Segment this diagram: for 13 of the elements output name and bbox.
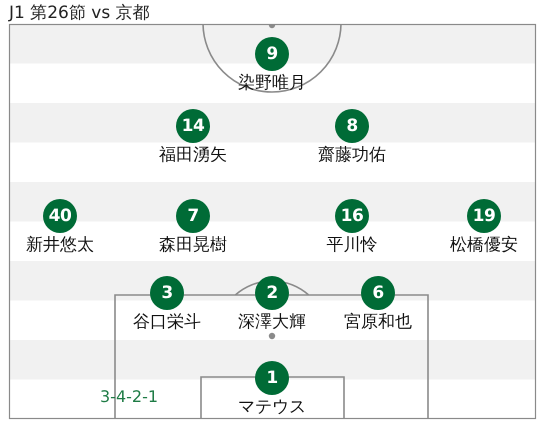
player-name: 平川怜 (326, 234, 378, 256)
player-name: 深澤大輝 (238, 311, 306, 333)
player-name: 宮原和也 (344, 311, 412, 333)
player-name: 新井悠太 (26, 234, 94, 256)
player-name: 福田湧矢 (159, 144, 227, 166)
title: J1 第26節 vs 京都 (9, 2, 150, 24)
formation-label: 3-4-2-1 (100, 387, 158, 407)
player-name: 松橋優安 (450, 234, 518, 256)
player-name: 森田晃樹 (159, 234, 227, 256)
player-name: 染野唯月 (238, 72, 306, 94)
player-name: 谷口栄斗 (133, 311, 201, 333)
player-name: 齋藤功佑 (318, 144, 386, 166)
player-name: マテウス (238, 396, 306, 418)
